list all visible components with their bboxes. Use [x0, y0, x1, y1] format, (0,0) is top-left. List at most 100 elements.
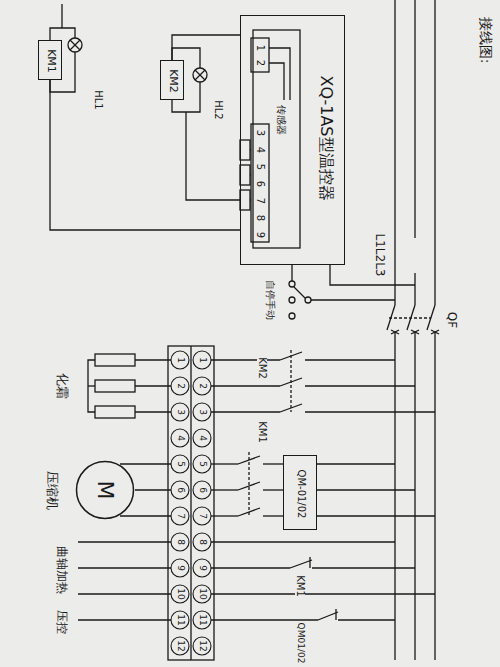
terminal-circle	[193, 403, 211, 421]
terminal-circle	[171, 481, 189, 499]
terminal-circle	[193, 507, 211, 525]
node-text: KM2	[168, 69, 179, 93]
wire	[211, 411, 280, 412]
terminal-circle	[193, 429, 211, 447]
wire	[172, 48, 200, 68]
wire	[317, 463, 395, 464]
wire	[240, 190, 250, 210]
wire	[317, 489, 415, 490]
terminal-number: 10	[176, 587, 185, 600]
pin-number: 1	[255, 44, 265, 52]
lamp-symbol	[193, 68, 207, 82]
part-label: 曲轴加热	[56, 545, 68, 595]
part-label: 9	[255, 231, 265, 239]
wire	[78, 541, 171, 542]
terminal-number: 1	[176, 356, 185, 364]
terminal-circle	[171, 637, 189, 655]
terminal-number: 3	[176, 408, 185, 416]
lamp-label: HL1	[93, 89, 103, 110]
terminal-circle	[193, 481, 211, 499]
wire	[88, 385, 95, 386]
wire	[431, 330, 439, 334]
wire	[391, 330, 399, 334]
wire	[389, 317, 431, 318]
wire	[394, 0, 395, 305]
part-label: 化霜	[56, 372, 69, 400]
wire	[411, 330, 419, 334]
wire	[50, 0, 439, 660]
wire	[269, 48, 290, 100]
wire	[250, 174, 251, 175]
wire	[305, 385, 415, 386]
node-text: M	[94, 481, 116, 500]
node-text: XQ-1AS型温控器	[318, 75, 334, 200]
wire	[318, 612, 338, 620]
wire	[120, 515, 171, 516]
wire	[78, 619, 171, 620]
wire	[211, 593, 435, 594]
wire	[251, 124, 269, 242]
motor-symbol: M	[75, 460, 135, 520]
terminal-circle	[193, 637, 211, 655]
terminal-circle	[171, 611, 189, 629]
terminal-circle	[171, 533, 189, 551]
part-label: 6	[255, 180, 265, 188]
terminal-number: 9	[176, 564, 185, 572]
wire	[120, 463, 171, 464]
controller-box: XQ-1AS型温控器	[240, 15, 345, 265]
part-label: 压缩机	[46, 470, 59, 511]
terminal-number: 3	[198, 408, 207, 416]
terminal-number: 7	[198, 512, 207, 520]
wire	[211, 489, 238, 490]
lamp-symbol	[70, 40, 80, 50]
terminal-circle	[171, 351, 189, 369]
node-text: KM1	[46, 49, 57, 73]
terminal-number: 11	[176, 613, 185, 626]
terminal-circle	[193, 351, 211, 369]
wire-connector	[50, 80, 240, 230]
terminal-circle	[171, 585, 189, 603]
wire	[211, 619, 318, 620]
wire	[290, 350, 291, 412]
wire	[88, 360, 95, 412]
coil-box: KM2	[160, 60, 184, 100]
wire	[269, 63, 284, 100]
wire	[50, 28, 75, 40]
part-label: KM1	[295, 574, 305, 598]
terminal-number: 7	[176, 512, 185, 520]
switch-symbol	[294, 287, 305, 298]
wire	[335, 609, 336, 620]
wire	[338, 619, 395, 620]
part-label: 压控	[56, 609, 68, 635]
terminal-circle	[193, 455, 211, 473]
wire	[394, 332, 395, 660]
wire	[211, 359, 280, 360]
wire	[211, 541, 395, 542]
terminal-circle	[193, 611, 211, 629]
wire	[305, 411, 435, 412]
terminal-circle	[193, 377, 211, 395]
sensor-label: 传感器	[276, 104, 286, 136]
wire	[78, 593, 171, 594]
part-label: 4	[255, 146, 265, 154]
wire	[95, 354, 135, 366]
terminal-circle	[171, 403, 189, 421]
wire	[190, 346, 191, 660]
wire	[250, 149, 251, 150]
coil-box: KM1	[38, 40, 62, 80]
wire	[168, 346, 214, 660]
part-label: 8	[255, 214, 265, 222]
terminal-circle	[171, 507, 189, 525]
wire	[240, 165, 250, 185]
wire	[263, 489, 283, 490]
wire	[291, 265, 292, 281]
wire	[135, 359, 171, 360]
terminal-number: 4	[176, 434, 185, 442]
wire	[95, 406, 135, 418]
lamp-symbol	[68, 38, 82, 52]
title-text: 接线图:	[479, 16, 493, 65]
part-label: 3	[255, 129, 265, 137]
lamp-label: HL2	[213, 99, 223, 120]
